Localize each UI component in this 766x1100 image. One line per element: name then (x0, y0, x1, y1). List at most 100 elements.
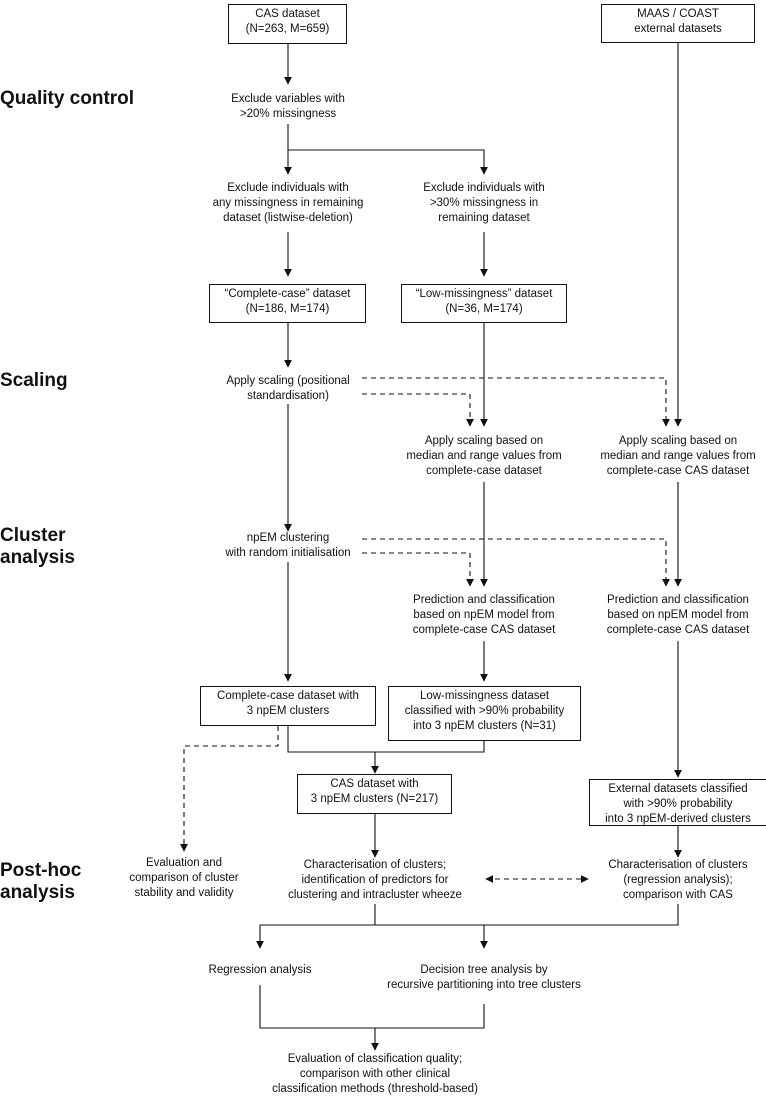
stage-label: Quality control (0, 88, 135, 109)
node-line: CAS dataset (255, 8, 320, 20)
connector-eval-merge (259, 985, 485, 1029)
dashed-scaling-to-median1 (362, 393, 474, 427)
node-line: classification methods (threshold-based) (272, 1083, 478, 1095)
node-line: classified with >90% probability (404, 705, 565, 717)
node-line: External datasets classified (608, 783, 748, 795)
node-low-missingness-classified: Low-missingness dataset classified with … (388, 686, 581, 741)
node-cas-clusters: CAS dataset with 3 npEM clusters (N=217) (297, 774, 452, 814)
node-line: Low-missingness dataset (419, 690, 550, 702)
node-line: with >90% probability (623, 798, 733, 810)
node-line: Exclude individuals with (423, 182, 545, 194)
node-line: standardisation) (247, 390, 329, 402)
node-line: Apply scaling based on (424, 435, 544, 447)
node-line: based on npEM model from (607, 609, 749, 621)
node-line: Characterisation of clusters; (303, 859, 447, 871)
node-line: (regression analysis); (623, 874, 733, 886)
stage-label-line: analysis (0, 547, 75, 568)
node-line: Exclude variables with (231, 93, 345, 105)
node-prediction-1: Prediction and classification based on n… (394, 593, 574, 638)
node-line: (N=36, M=174) (445, 303, 523, 315)
node-line: stability and validity (134, 887, 234, 899)
node-line: MAAS / COAST (637, 8, 719, 20)
node-line: Apply scaling based on (618, 435, 738, 447)
node-line: CAS dataset with (330, 778, 419, 790)
node-evaluation-stability: Evaluation and comparison of cluster sta… (124, 856, 244, 901)
node-line: 3 npEM clusters (246, 705, 330, 717)
node-apply-scaling: Apply scaling (positional standardisatio… (203, 374, 373, 404)
node-line: Evaluation of classification quality; (287, 1053, 463, 1065)
stage-quality-control: Quality control (0, 88, 134, 110)
node-external-datasets: MAAS / COAST external datasets (601, 4, 755, 43)
node-line: into 3 npEM clusters (N=31) (413, 720, 556, 732)
node-line: based on npEM model from (413, 609, 555, 621)
node-line: identification of predictors for (301, 874, 449, 886)
node-complete-case-clusters: Complete-case dataset with 3 npEM cluste… (200, 686, 376, 726)
dashed-npem-to-prediction2 (362, 538, 670, 587)
node-line: Exclude individuals with (227, 182, 349, 194)
node-scaling-median-2: Apply scaling based on median and range … (588, 434, 766, 479)
node-characterisation-2: Characterisation of clusters (regression… (598, 858, 758, 903)
node-decision-tree: Decision tree analysis by recursive part… (374, 963, 594, 993)
node-exclude-30: Exclude individuals with >30% missingnes… (394, 181, 574, 226)
stage-label-line: Cluster (0, 525, 66, 546)
node-line: complete-case dataset (426, 465, 542, 477)
node-line: Characterisation of clusters (608, 859, 748, 871)
node-line: complete-case CAS dataset (412, 624, 556, 636)
connector-split-qc (287, 124, 488, 175)
node-regression: Regression analysis (195, 963, 325, 978)
node-line: Prediction and classification (413, 594, 555, 606)
node-line: (N=186, M=174) (245, 303, 330, 315)
node-line: any missingness in remaining (212, 197, 364, 209)
node-line: recursive partitioning into tree cluster… (387, 979, 581, 991)
node-exclude-listwise: Exclude individuals with any missingness… (193, 181, 383, 226)
node-prediction-2: Prediction and classification based on n… (588, 593, 766, 638)
node-line: median and range values from (406, 450, 562, 462)
stage-cluster-analysis: Cluster analysis (0, 525, 75, 569)
node-line: Apply scaling (positional (226, 375, 350, 387)
node-line: complete-case CAS dataset (606, 465, 750, 477)
node-line: comparison with CAS (623, 889, 733, 901)
node-line: with random initialisation (225, 547, 351, 559)
node-scaling-median-1: Apply scaling based on median and range … (394, 434, 574, 479)
arrow-to-regression (256, 924, 484, 949)
stage-label-line: Post-hoc (0, 860, 82, 881)
node-low-missingness: “Low-missingness” dataset (N=36, M=174) (401, 284, 567, 323)
dashed-npem-to-prediction1 (362, 552, 474, 587)
node-line: npEM clustering (246, 532, 330, 544)
node-line: into 3 npEM-derived clusters (605, 813, 751, 825)
dashed-scaling-to-median2 (362, 377, 670, 427)
node-line: “Complete-case” dataset (224, 288, 351, 300)
node-line: >30% missingness in (429, 197, 539, 209)
node-cas-dataset: CAS dataset (N=263, M=659) (228, 4, 347, 44)
node-line: >20% missingness (239, 108, 337, 120)
node-line: Regression analysis (208, 964, 312, 976)
node-line: complete-case CAS dataset (606, 624, 750, 636)
node-characterisation-1: Characterisation of clusters; identifica… (280, 858, 470, 903)
stage-post-hoc: Post-hoc analysis (0, 860, 81, 904)
node-line: clustering and intracluster wheeze (288, 889, 462, 901)
node-line: Complete-case dataset with (217, 690, 359, 702)
node-line: Decision tree analysis by (420, 964, 548, 976)
node-line: (N=263, M=659) (245, 23, 330, 35)
node-line: Evaluation and (145, 857, 223, 869)
node-line: external datasets (634, 23, 722, 35)
node-line: median and range values from (600, 450, 756, 462)
node-line: remaining dataset (438, 212, 530, 224)
node-external-classified: External datasets classified with >90% p… (589, 779, 766, 826)
stage-label-line: analysis (0, 882, 75, 903)
stage-label: Scaling (0, 370, 68, 391)
node-line: 3 npEM clusters (N=217) (310, 793, 439, 805)
dashed-cc-to-evaluation (180, 726, 279, 852)
node-line: comparison of cluster (129, 872, 239, 884)
connector-merge-cas (287, 725, 485, 753)
connector-posthoc-split (374, 904, 679, 926)
node-exclude-variables: Exclude variables with >20% missingness (198, 92, 378, 122)
node-line: “Low-missingness” dataset (415, 288, 553, 300)
node-complete-case: “Complete-case” dataset (N=186, M=174) (209, 284, 366, 323)
stage-scaling: Scaling (0, 370, 68, 392)
node-line: Prediction and classification (607, 594, 749, 606)
node-line: comparison with other clinical (299, 1068, 451, 1080)
node-line: dataset (listwise-deletion) (223, 212, 353, 224)
node-npem-clustering: npEM clustering with random initialisati… (203, 531, 373, 561)
